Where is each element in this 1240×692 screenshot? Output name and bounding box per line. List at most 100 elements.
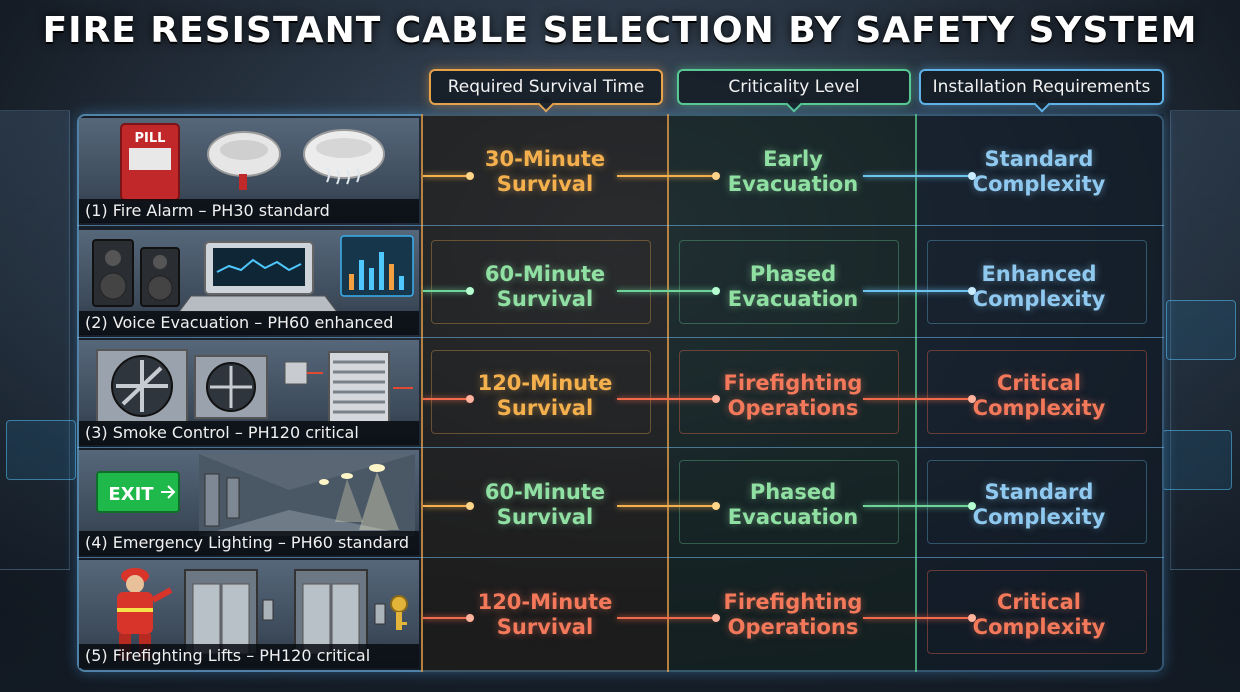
column-header-criticality-label: Criticality Level <box>728 77 860 97</box>
decor-panel <box>431 350 651 434</box>
criticality-value: Phased Evacuation <box>673 262 913 312</box>
connector-dot-icon <box>968 614 976 622</box>
column-header-survival-label: Required Survival Time <box>447 77 645 97</box>
background-screen-right-lower <box>1162 430 1232 490</box>
speaker-icon <box>92 239 180 307</box>
connector-dot-icon <box>712 395 720 403</box>
heat-detector-icon <box>303 129 385 185</box>
connector-line <box>423 502 474 510</box>
header-pointer-icon <box>1033 95 1050 113</box>
installation-value: Enhanced Complexity <box>919 262 1159 312</box>
survival-value: 30-Minute Survival <box>425 147 665 197</box>
survival-value: 120-Minute Survival <box>425 590 665 640</box>
installation-value-line1: Standard <box>984 147 1094 171</box>
criticality-value-line2: Evacuation <box>727 172 859 196</box>
survival-value-line2: Survival <box>496 287 594 311</box>
row-caption: (1) Fire Alarm – PH30 standard <box>79 199 419 223</box>
column-header-installation-label: Installation Requirements <box>932 77 1151 97</box>
survival-value-line2: Survival <box>496 172 594 196</box>
installation-value-line1: Enhanced <box>981 262 1097 286</box>
connector-dot-icon <box>712 287 720 295</box>
header-pointer-icon <box>785 95 803 113</box>
survival-value-line2: Survival <box>496 505 594 529</box>
background-panel-left <box>0 110 70 570</box>
survival-value: 120-Minute Survival <box>425 371 665 421</box>
connector-dot-icon <box>466 172 474 180</box>
table-row: (3) Smoke Control – PH120 critical 120-M… <box>77 338 1164 448</box>
installation-value-line2: Complexity <box>972 287 1106 311</box>
survival-value-line2: Survival <box>496 615 594 639</box>
criticality-value-line1: Phased <box>749 480 837 504</box>
connector-dot-icon <box>712 172 720 180</box>
header-pointer-icon <box>537 95 555 113</box>
decor-panel <box>927 570 1147 654</box>
row-caption: (3) Smoke Control – PH120 critical <box>79 421 419 445</box>
criticality-value: Firefighting Operations <box>673 590 913 640</box>
connector-dot-icon <box>466 287 474 295</box>
smoke-fan-icon <box>96 349 268 423</box>
damper-icon <box>284 351 413 423</box>
column-survival-background <box>421 114 669 672</box>
connector-line <box>863 395 976 403</box>
connector-line <box>863 502 976 510</box>
connector-line <box>863 614 976 622</box>
criticality-value-line2: Evacuation <box>727 287 859 311</box>
installation-value: Standard Complexity <box>919 480 1159 530</box>
lift-doors-icon <box>184 569 386 655</box>
column-header-survival: Required Survival Time <box>429 69 663 113</box>
table-row: (2) Voice Evacuation – PH60 enhanced 60-… <box>77 228 1164 338</box>
survival-value-line2: Survival <box>496 396 594 420</box>
criticality-value-line2: Operations <box>727 396 859 420</box>
connector-line <box>617 614 720 622</box>
criticality-value-line1: Firefighting <box>723 590 863 614</box>
column-criticality-background <box>669 114 917 672</box>
criticality-value: Phased Evacuation <box>673 480 913 530</box>
page-title: FIRE RESISTANT CABLE SELECTION BY SAFETY… <box>42 10 1198 51</box>
background-screen-left <box>6 420 76 480</box>
installation-value: Critical Complexity <box>919 371 1159 421</box>
column-header-installation: Installation Requirements <box>919 69 1164 113</box>
installation-value-line1: Standard <box>984 480 1094 504</box>
decor-panel <box>927 460 1147 544</box>
survival-value: 60-Minute Survival <box>425 480 665 530</box>
installation-value-line1: Critical <box>996 590 1082 614</box>
connector-dot-icon <box>968 172 976 180</box>
row-caption: (5) Firefighting Lifts – PH120 critical <box>79 644 419 668</box>
connector-dot-icon <box>466 395 474 403</box>
connector-dot-icon <box>466 614 474 622</box>
connector-line <box>617 172 720 180</box>
decor-panel <box>679 240 899 324</box>
criticality-value-line1: Firefighting <box>723 371 863 395</box>
exit-sign-label: EXIT <box>108 484 154 505</box>
row-caption: (4) Emergency Lighting – PH60 standard <box>79 531 419 555</box>
installation-value-line2: Complexity <box>972 505 1106 529</box>
table-row: EXIT (4) Emergency Lighting – PH60 s <box>77 448 1164 558</box>
connector-line <box>423 172 474 180</box>
decor-panel <box>679 460 899 544</box>
survival-value-line1: 120-Minute <box>477 371 613 395</box>
criticality-value: Firefighting Operations <box>673 371 913 421</box>
connector-line <box>617 502 720 510</box>
connector-dot-icon <box>712 502 720 510</box>
connector-dot-icon <box>968 395 976 403</box>
connector-line <box>617 395 720 403</box>
connector-line <box>423 287 474 295</box>
connector-line <box>423 395 474 403</box>
installation-value: Critical Complexity <box>919 590 1159 640</box>
survival-value: 60-Minute Survival <box>425 262 665 312</box>
smoke-control-illustration <box>79 340 419 444</box>
survival-value-line1: 30-Minute <box>484 147 606 171</box>
connector-line <box>617 287 720 295</box>
row-caption: (2) Voice Evacuation – PH60 enhanced <box>79 311 419 335</box>
table-row: (5) Firefighting Lifts – PH120 critical … <box>77 558 1164 670</box>
criticality-value-line2: Operations <box>727 615 859 639</box>
criticality-value-line2: Evacuation <box>727 505 859 529</box>
background-panel-right <box>1170 110 1240 570</box>
key-icon <box>390 595 408 630</box>
connector-dot-icon <box>466 502 474 510</box>
criticality-value: Early Evacuation <box>673 147 913 197</box>
connector-line <box>863 287 976 295</box>
smoke-detector-icon <box>207 131 281 190</box>
installation-value-line2: Complexity <box>972 615 1106 639</box>
column-header-criticality: Criticality Level <box>677 69 911 113</box>
